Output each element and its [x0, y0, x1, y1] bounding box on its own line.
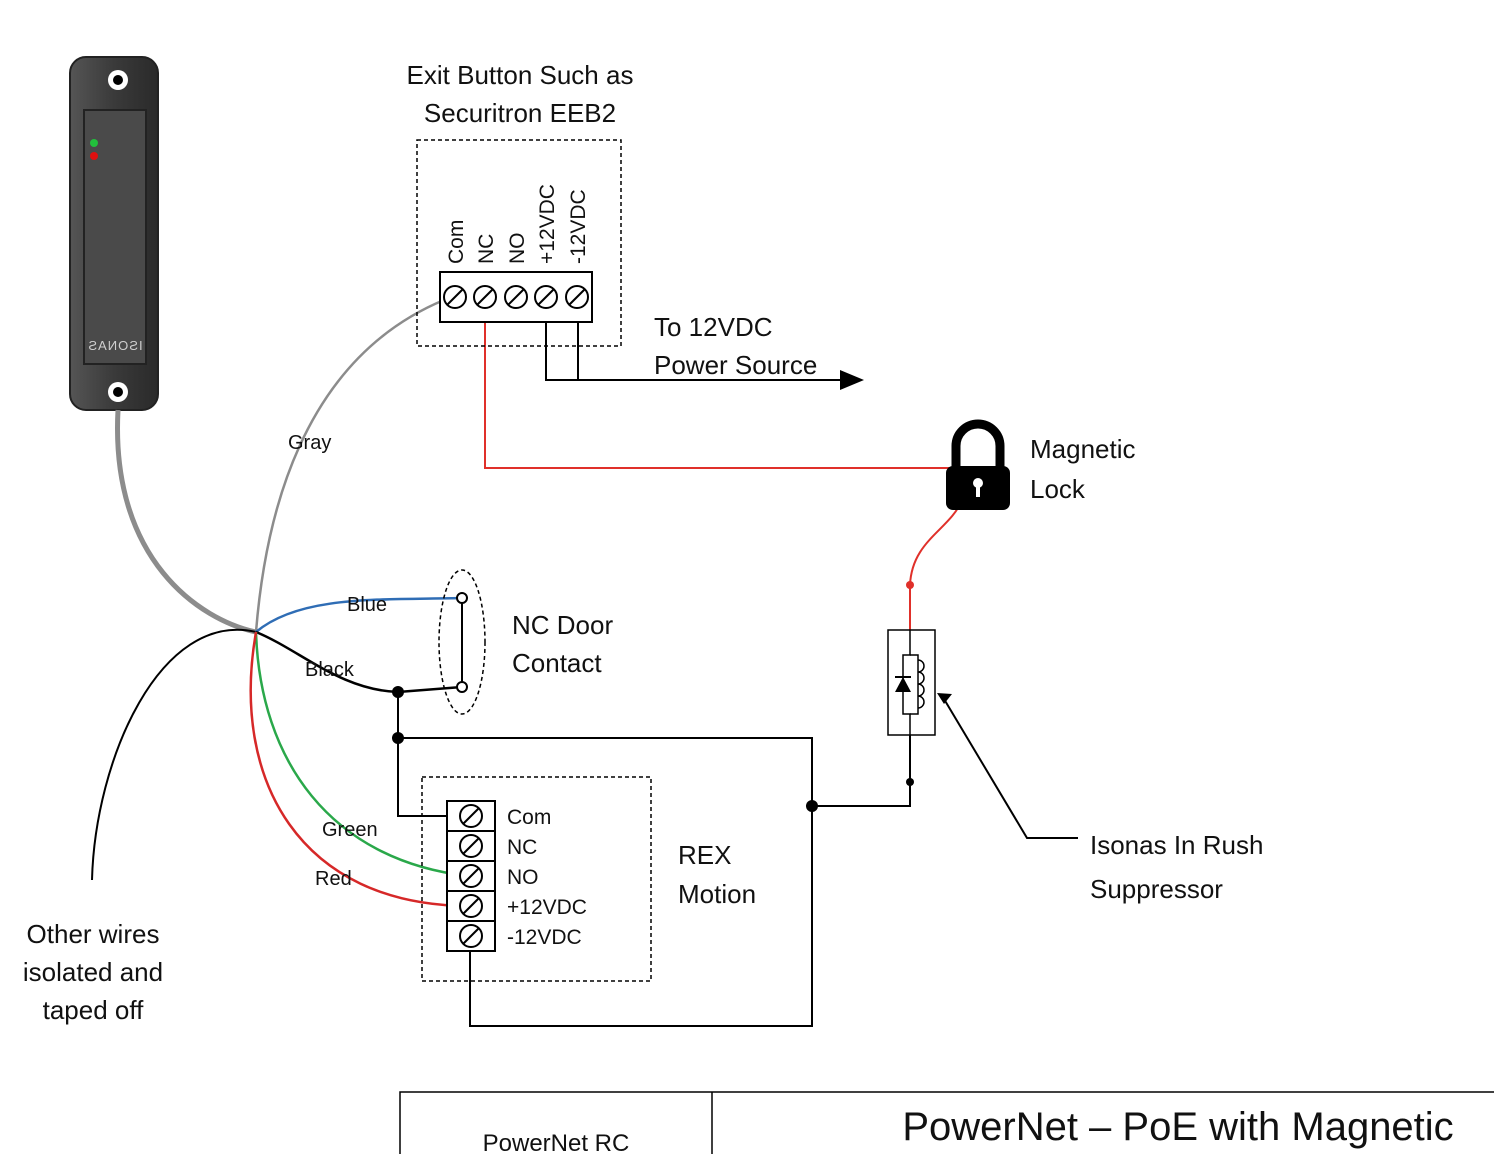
contact-terminal-icon [456, 592, 468, 604]
exit-terminal-label: NC [475, 234, 498, 264]
black-wire-label: Black [305, 659, 355, 681]
door-contact-label-2: Contact [512, 648, 602, 678]
suppressor-label-1: Isonas In Rush [1090, 830, 1263, 860]
exit-terminal-label: +12VDC [536, 184, 559, 264]
com-junction-wire [397, 692, 470, 817]
rex-motion: Com NC NO +12VDC -12VDC REX Motion [421, 776, 756, 982]
pos12-power-wire [545, 297, 578, 381]
exit-terminals [443, 285, 589, 309]
terminal-screw-icon [473, 285, 497, 309]
neg12-power-wire [577, 297, 864, 390]
nc-lock-wire [484, 297, 978, 469]
exit-terminal-label: Com [445, 220, 468, 264]
rex-label-2: Motion [678, 879, 756, 909]
gray-wire-label: Gray [288, 432, 331, 454]
terminal-screw-icon [565, 285, 589, 309]
red-wire-label: Red [315, 868, 352, 890]
rex-terminal-label: NC [507, 836, 537, 859]
junction-dot [392, 732, 404, 744]
reader-cable [115, 409, 257, 635]
padlock-icon [946, 419, 1010, 510]
door-contact-label-1: NC Door [512, 610, 613, 640]
red-wire [249, 631, 469, 908]
title-block-left: PowerNet RC [483, 1130, 630, 1154]
other-wires-label-3: taped off [43, 995, 145, 1025]
green-wire [254, 631, 469, 878]
rex-terminal-label: -12VDC [507, 926, 582, 949]
green-wire-label: Green [322, 819, 378, 841]
loop-wire [398, 737, 813, 1027]
terminal-screw-icon [459, 834, 483, 858]
exit-button-box [416, 139, 622, 347]
blue-wire [255, 596, 463, 633]
door-contact [438, 569, 486, 715]
suppressor-bottom-wire [812, 735, 911, 807]
power-source-label-2: Power Source [654, 350, 817, 380]
gray-wire [254, 298, 445, 633]
exit-terminal-label: -12VDC [567, 189, 590, 264]
exit-button-title-2: Securitron EEB2 [424, 98, 616, 128]
magnetic-lock-label-1: Magnetic [1030, 434, 1136, 464]
black-wire [255, 630, 463, 694]
coil-icon [917, 659, 925, 709]
rex-terminal-label: +12VDC [507, 896, 587, 919]
pointer-arrow-icon [937, 693, 952, 704]
other-wires [91, 628, 257, 881]
suppressor-box [887, 629, 936, 736]
junction-dot [392, 686, 404, 698]
blue-wire-label: Blue [347, 594, 387, 616]
suppressor-label-2: Suppressor [1090, 874, 1223, 904]
door-contact-outline [438, 569, 486, 715]
diode-icon [895, 677, 911, 692]
isonas-reader: ISONAS [69, 56, 159, 411]
exit-button-title-1: Exit Button Such as [407, 60, 634, 90]
suppressor-callout [943, 698, 1078, 839]
title-block-right: PowerNet – PoE with Magnetic [902, 1105, 1453, 1149]
junction-dot [906, 778, 914, 786]
magnetic-lock-label-2: Lock [1030, 474, 1086, 504]
rex-box [421, 776, 652, 982]
rex-label-1: REX [678, 840, 731, 870]
terminal-screw-icon [459, 864, 483, 888]
suppressor [887, 629, 952, 736]
led-green-icon [90, 139, 98, 147]
rex-terminal-label: Com [507, 806, 551, 829]
exit-terminal-label: NO [506, 233, 529, 265]
junction-dot [906, 581, 914, 589]
other-wires-label-2: isolated and [23, 957, 163, 987]
terminal-screw-icon [504, 285, 528, 309]
led-red-icon [90, 152, 98, 160]
title-block: PowerNet RC PowerNet – PoE with Magnetic [399, 1091, 1494, 1154]
power-source-label-1: To 12VDC [654, 312, 773, 342]
reader-brand: ISONAS [87, 338, 142, 353]
rex-terminal-label: NO [507, 866, 539, 889]
junction-dot [806, 800, 818, 812]
exit-button: Exit Button Such as Securitron EEB2 Com … [407, 60, 634, 347]
terminal-screw-icon [459, 894, 483, 918]
lock-suppressor-wire [909, 499, 963, 630]
other-wires-label-1: Other wires [27, 919, 160, 949]
terminal-screw-icon [443, 285, 467, 309]
terminal-screw-icon [459, 804, 483, 828]
terminal-screw-icon [459, 924, 483, 948]
contact-terminal-icon [456, 681, 468, 693]
terminal-screw-icon [534, 285, 558, 309]
